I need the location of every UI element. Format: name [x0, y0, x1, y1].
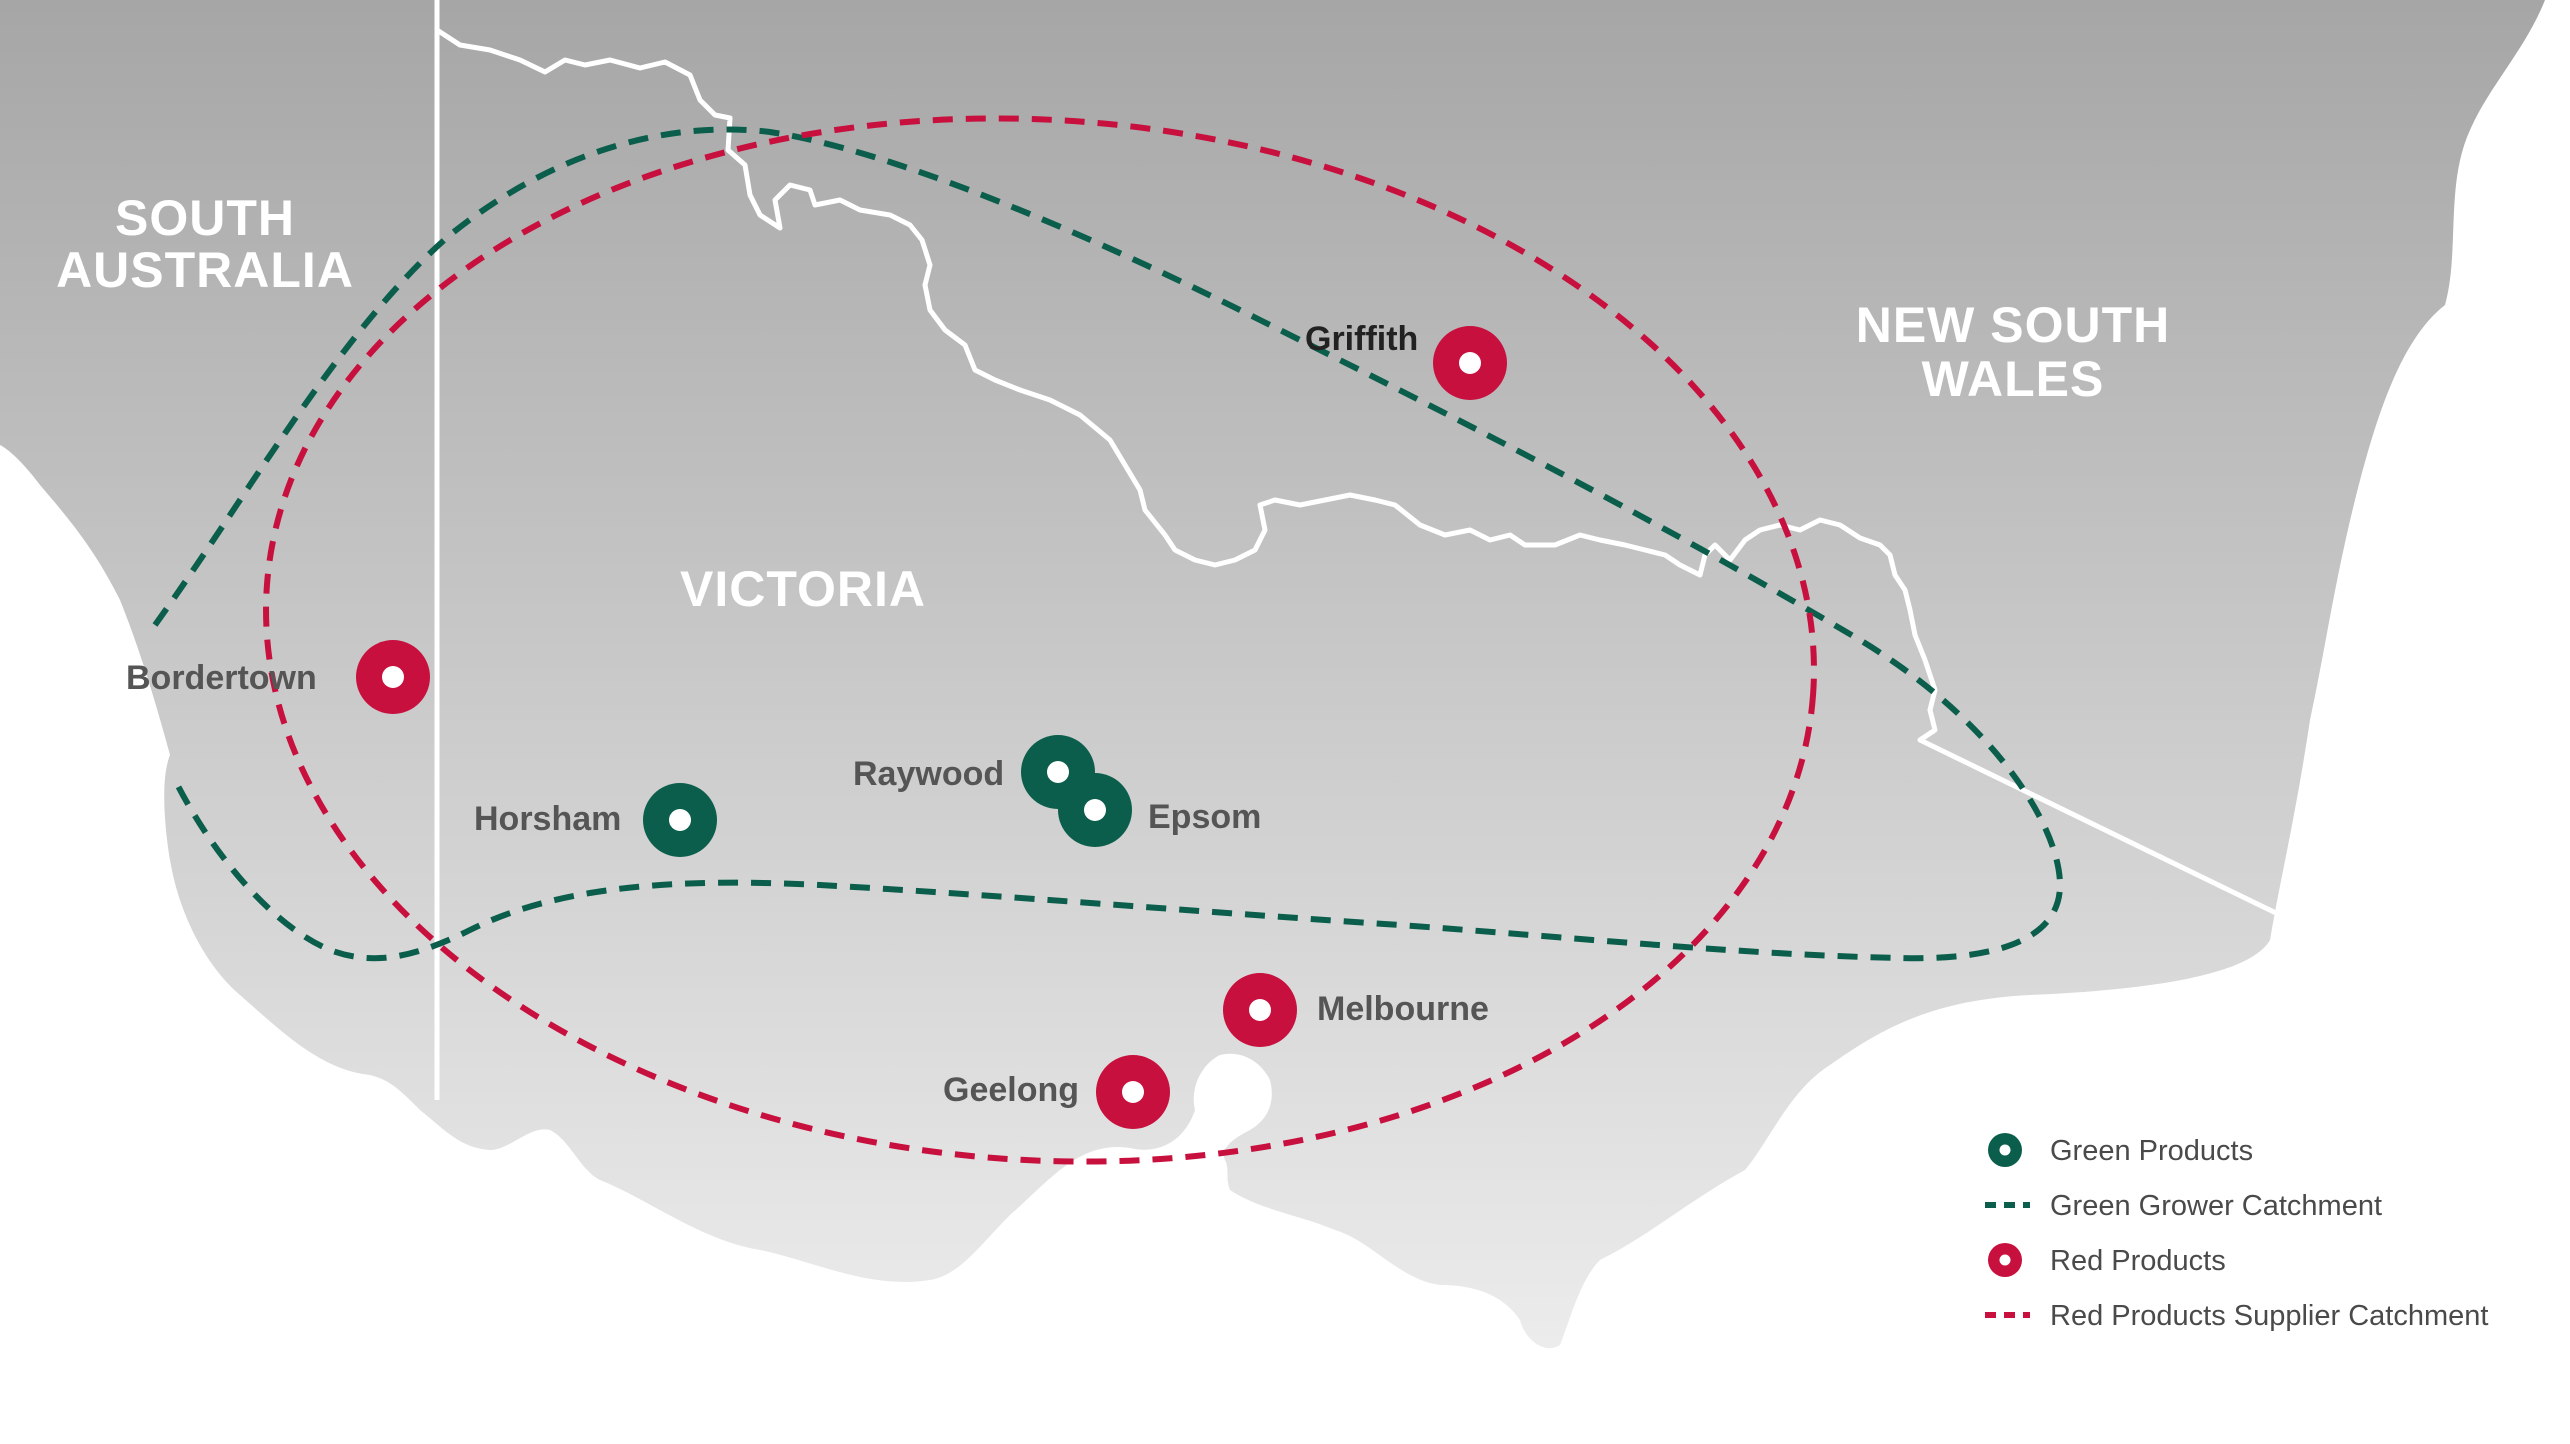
state-borders	[434, 0, 2282, 1100]
red-products-supplier-catchment	[263, 115, 1817, 1165]
place-label-horsham: Horsham	[474, 800, 621, 838]
marker-epsom[interactable]	[1058, 773, 1132, 847]
place-label-raywood: Raywood	[853, 755, 1004, 793]
green-grower-catchment	[152, 126, 2064, 962]
place-label-griffith: Griffith	[1305, 320, 1418, 358]
legend-green-catchment-label: Green Grower Catchment	[2050, 1190, 2382, 1222]
legend-green-products-icon	[1988, 1133, 2022, 1167]
region-label-victoria: VICTORIA	[680, 561, 926, 617]
marker-griffith[interactable]	[1433, 326, 1507, 400]
legend-green-products-label: Green Products	[2050, 1135, 2253, 1167]
legend-red-catchment-label: Red Products Supplier Catchment	[2050, 1300, 2488, 1332]
marker-melbourne[interactable]	[1223, 973, 1297, 1047]
place-label-melbourne: Melbourne	[1317, 990, 1489, 1028]
legend-red-products-label: Red Products	[2050, 1245, 2226, 1277]
marker-geelong[interactable]	[1096, 1055, 1170, 1129]
legend-red-products-icon	[1988, 1243, 2022, 1277]
place-label-bordertown: Bordertown	[126, 659, 317, 697]
place-label-geelong: Geelong	[943, 1071, 1079, 1109]
landmass	[0, 0, 2545, 1349]
legend: Green Products Green Grower Catchment Re…	[1985, 1133, 2488, 1332]
marker-bordertown[interactable]	[356, 640, 430, 714]
marker-horsham[interactable]	[643, 783, 717, 857]
place-label-epsom: Epsom	[1148, 798, 1261, 836]
